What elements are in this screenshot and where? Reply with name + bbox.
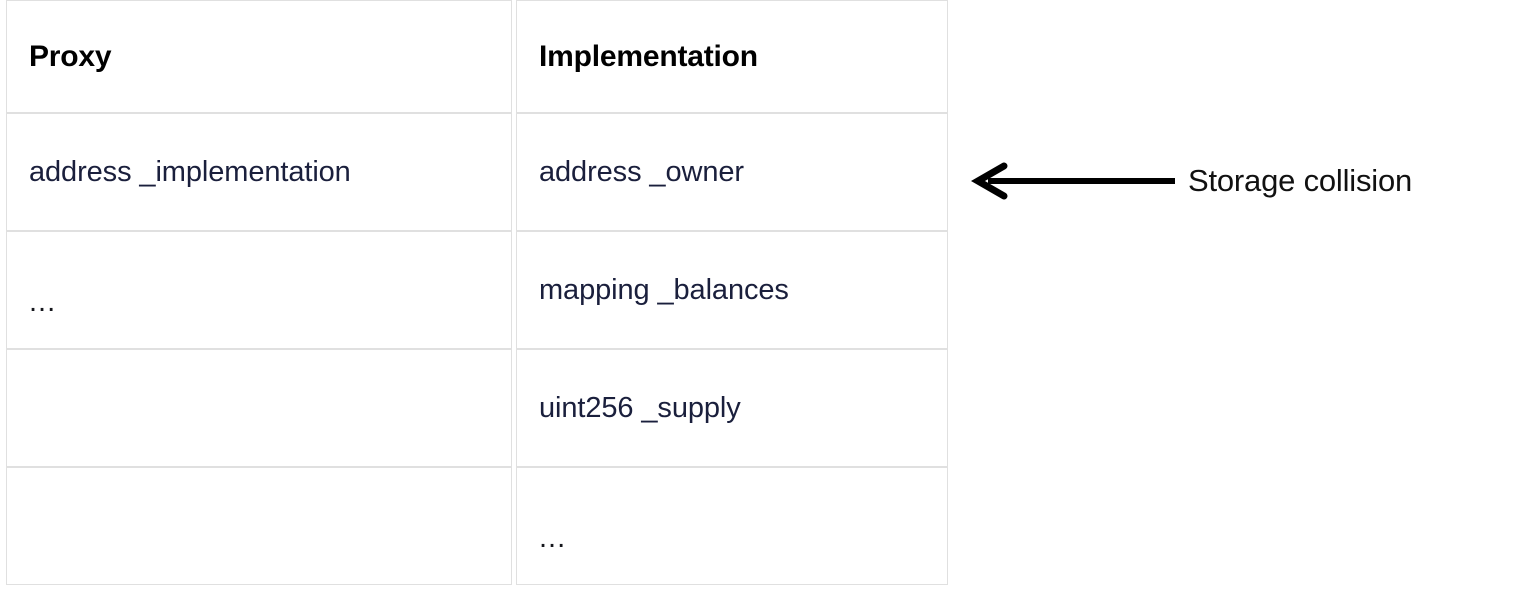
cell-implementation-slot-3: ... (516, 467, 948, 585)
cell-implementation-slot-2-text: uint256 _supply (539, 391, 741, 424)
cell-implementation-slot-2: uint256 _supply (516, 349, 948, 467)
cell-proxy-slot-2 (6, 349, 512, 467)
table-row: ... mapping _balances (6, 231, 948, 349)
table-body: address _implementation address _owner .… (6, 113, 948, 585)
cell-proxy-slot-0-text: address _implementation (29, 155, 351, 188)
arrow-left-icon (970, 162, 1175, 200)
column-header-proxy: Proxy (6, 0, 512, 113)
cell-implementation-slot-0-text: address _owner (539, 155, 744, 188)
cell-implementation-slot-1-text: mapping _balances (539, 273, 789, 306)
storage-collision-annotation: Storage collision (970, 150, 1412, 212)
cell-proxy-slot-1-text: ... (29, 285, 57, 318)
cell-implementation-slot-0: address _owner (516, 113, 948, 231)
column-header-proxy-label: Proxy (29, 39, 112, 73)
storage-collision-label: Storage collision (1188, 163, 1413, 198)
cell-implementation-slot-3-text: ... (539, 521, 567, 554)
column-header-implementation-label: Implementation (539, 39, 758, 73)
column-header-implementation: Implementation (516, 0, 948, 113)
table-row: ... (6, 467, 948, 585)
table-row: uint256 _supply (6, 349, 948, 467)
cell-proxy-slot-1: ... (6, 231, 512, 349)
table-header-row: Proxy Implementation (6, 0, 948, 113)
storage-layout-table: Proxy Implementation address _implementa… (2, 0, 952, 585)
cell-proxy-slot-0: address _implementation (6, 113, 512, 231)
table-header: Proxy Implementation (6, 0, 948, 113)
cell-implementation-slot-1: mapping _balances (516, 231, 948, 349)
table-row: address _implementation address _owner (6, 113, 948, 231)
cell-proxy-slot-3 (6, 467, 512, 585)
